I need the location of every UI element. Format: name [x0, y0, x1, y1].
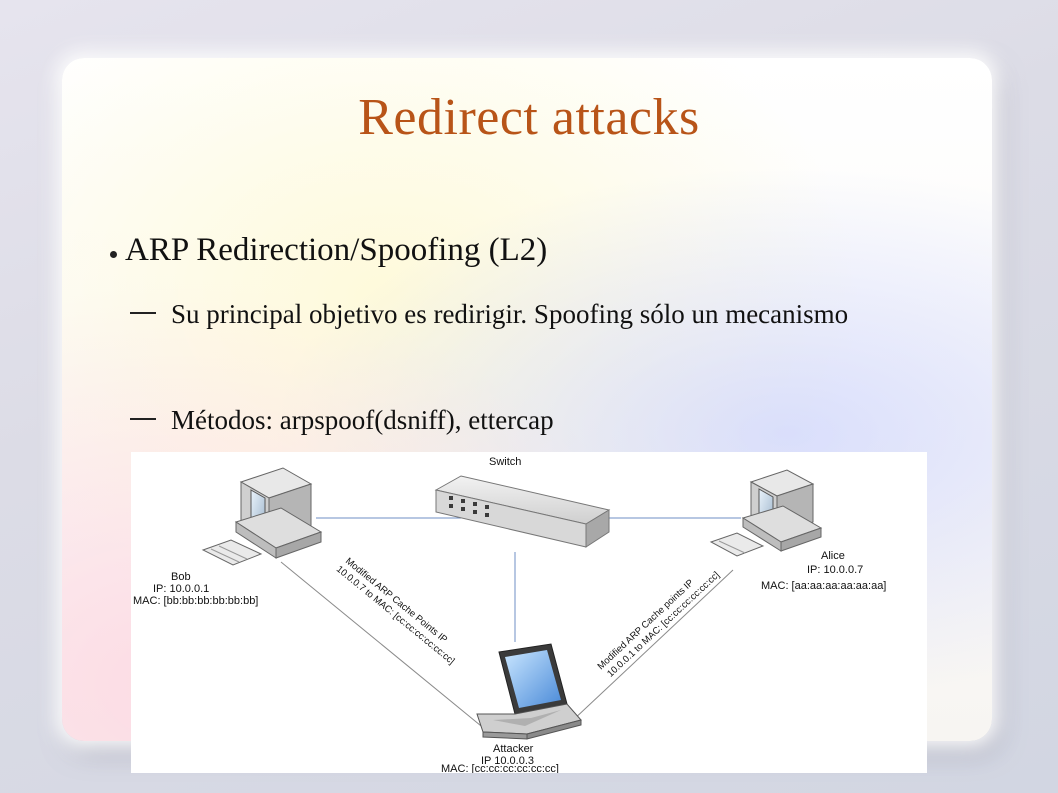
left-annotation-line-2: 10.0.0.7 to MAC: [cc:cc:cc:cc:cc:cc] [334, 564, 457, 667]
right-arp-annotation: Modified ARP Cache points IP 10.0.0.1 to… [596, 570, 722, 680]
attacker-name: Attacker [493, 743, 534, 755]
attacker-ip: IP 10.0.0.3 [481, 755, 534, 767]
switch-label: Switch [489, 456, 521, 468]
annotation-lines [280, 561, 734, 731]
dash-icon [130, 312, 156, 314]
bob-name: Bob [171, 571, 191, 583]
network-links [316, 517, 741, 642]
attacker-mac: MAC: [cc:cc:cc:cc:cc:cc] [441, 763, 559, 773]
arp-spoofing-diagram: Switch Bob IP: 10.0.0.1 MAC: [bb:bb:bb:b… [131, 452, 927, 773]
alice-computer-icon [709, 469, 823, 557]
dash-icon [130, 418, 156, 420]
right-annotation-line-1: Modified ARP Cache points IP [596, 577, 696, 672]
slide-title: Redirect attacks [358, 89, 700, 146]
alice-name: Alice [821, 550, 845, 562]
attacker-laptop-icon [476, 643, 582, 740]
left-annotation-line-1: Modified ARP Cache Points IP [343, 556, 449, 646]
bob-ip: IP: 10.0.0.1 [153, 583, 209, 595]
bullet-text: ARP Redirection/Spoofing (L2) [125, 232, 548, 268]
sub-bullet-text: Su principal objetivo es redirigir. Spoo… [171, 299, 849, 329]
left-arp-annotation: Modified ARP Cache Points IP 10.0.0.7 to… [334, 556, 457, 667]
bullet-dot-icon [110, 251, 117, 258]
sub-bullet-text: Métodos: arpspoof(dsniff), ettercap [171, 405, 554, 435]
switch-icon [434, 475, 611, 548]
bob-computer-icon [201, 467, 323, 566]
alice-ip: IP: 10.0.0.7 [807, 564, 863, 576]
right-annotation-line-2: 10.0.0.1 to MAC: [cc:cc:cc:cc:cc:cc] [605, 570, 722, 680]
alice-mac: MAC: [aa:aa:aa:aa:aa:aa] [761, 580, 886, 592]
bob-mac: MAC: [bb:bb:bb:bb:bb:bb] [133, 595, 258, 607]
